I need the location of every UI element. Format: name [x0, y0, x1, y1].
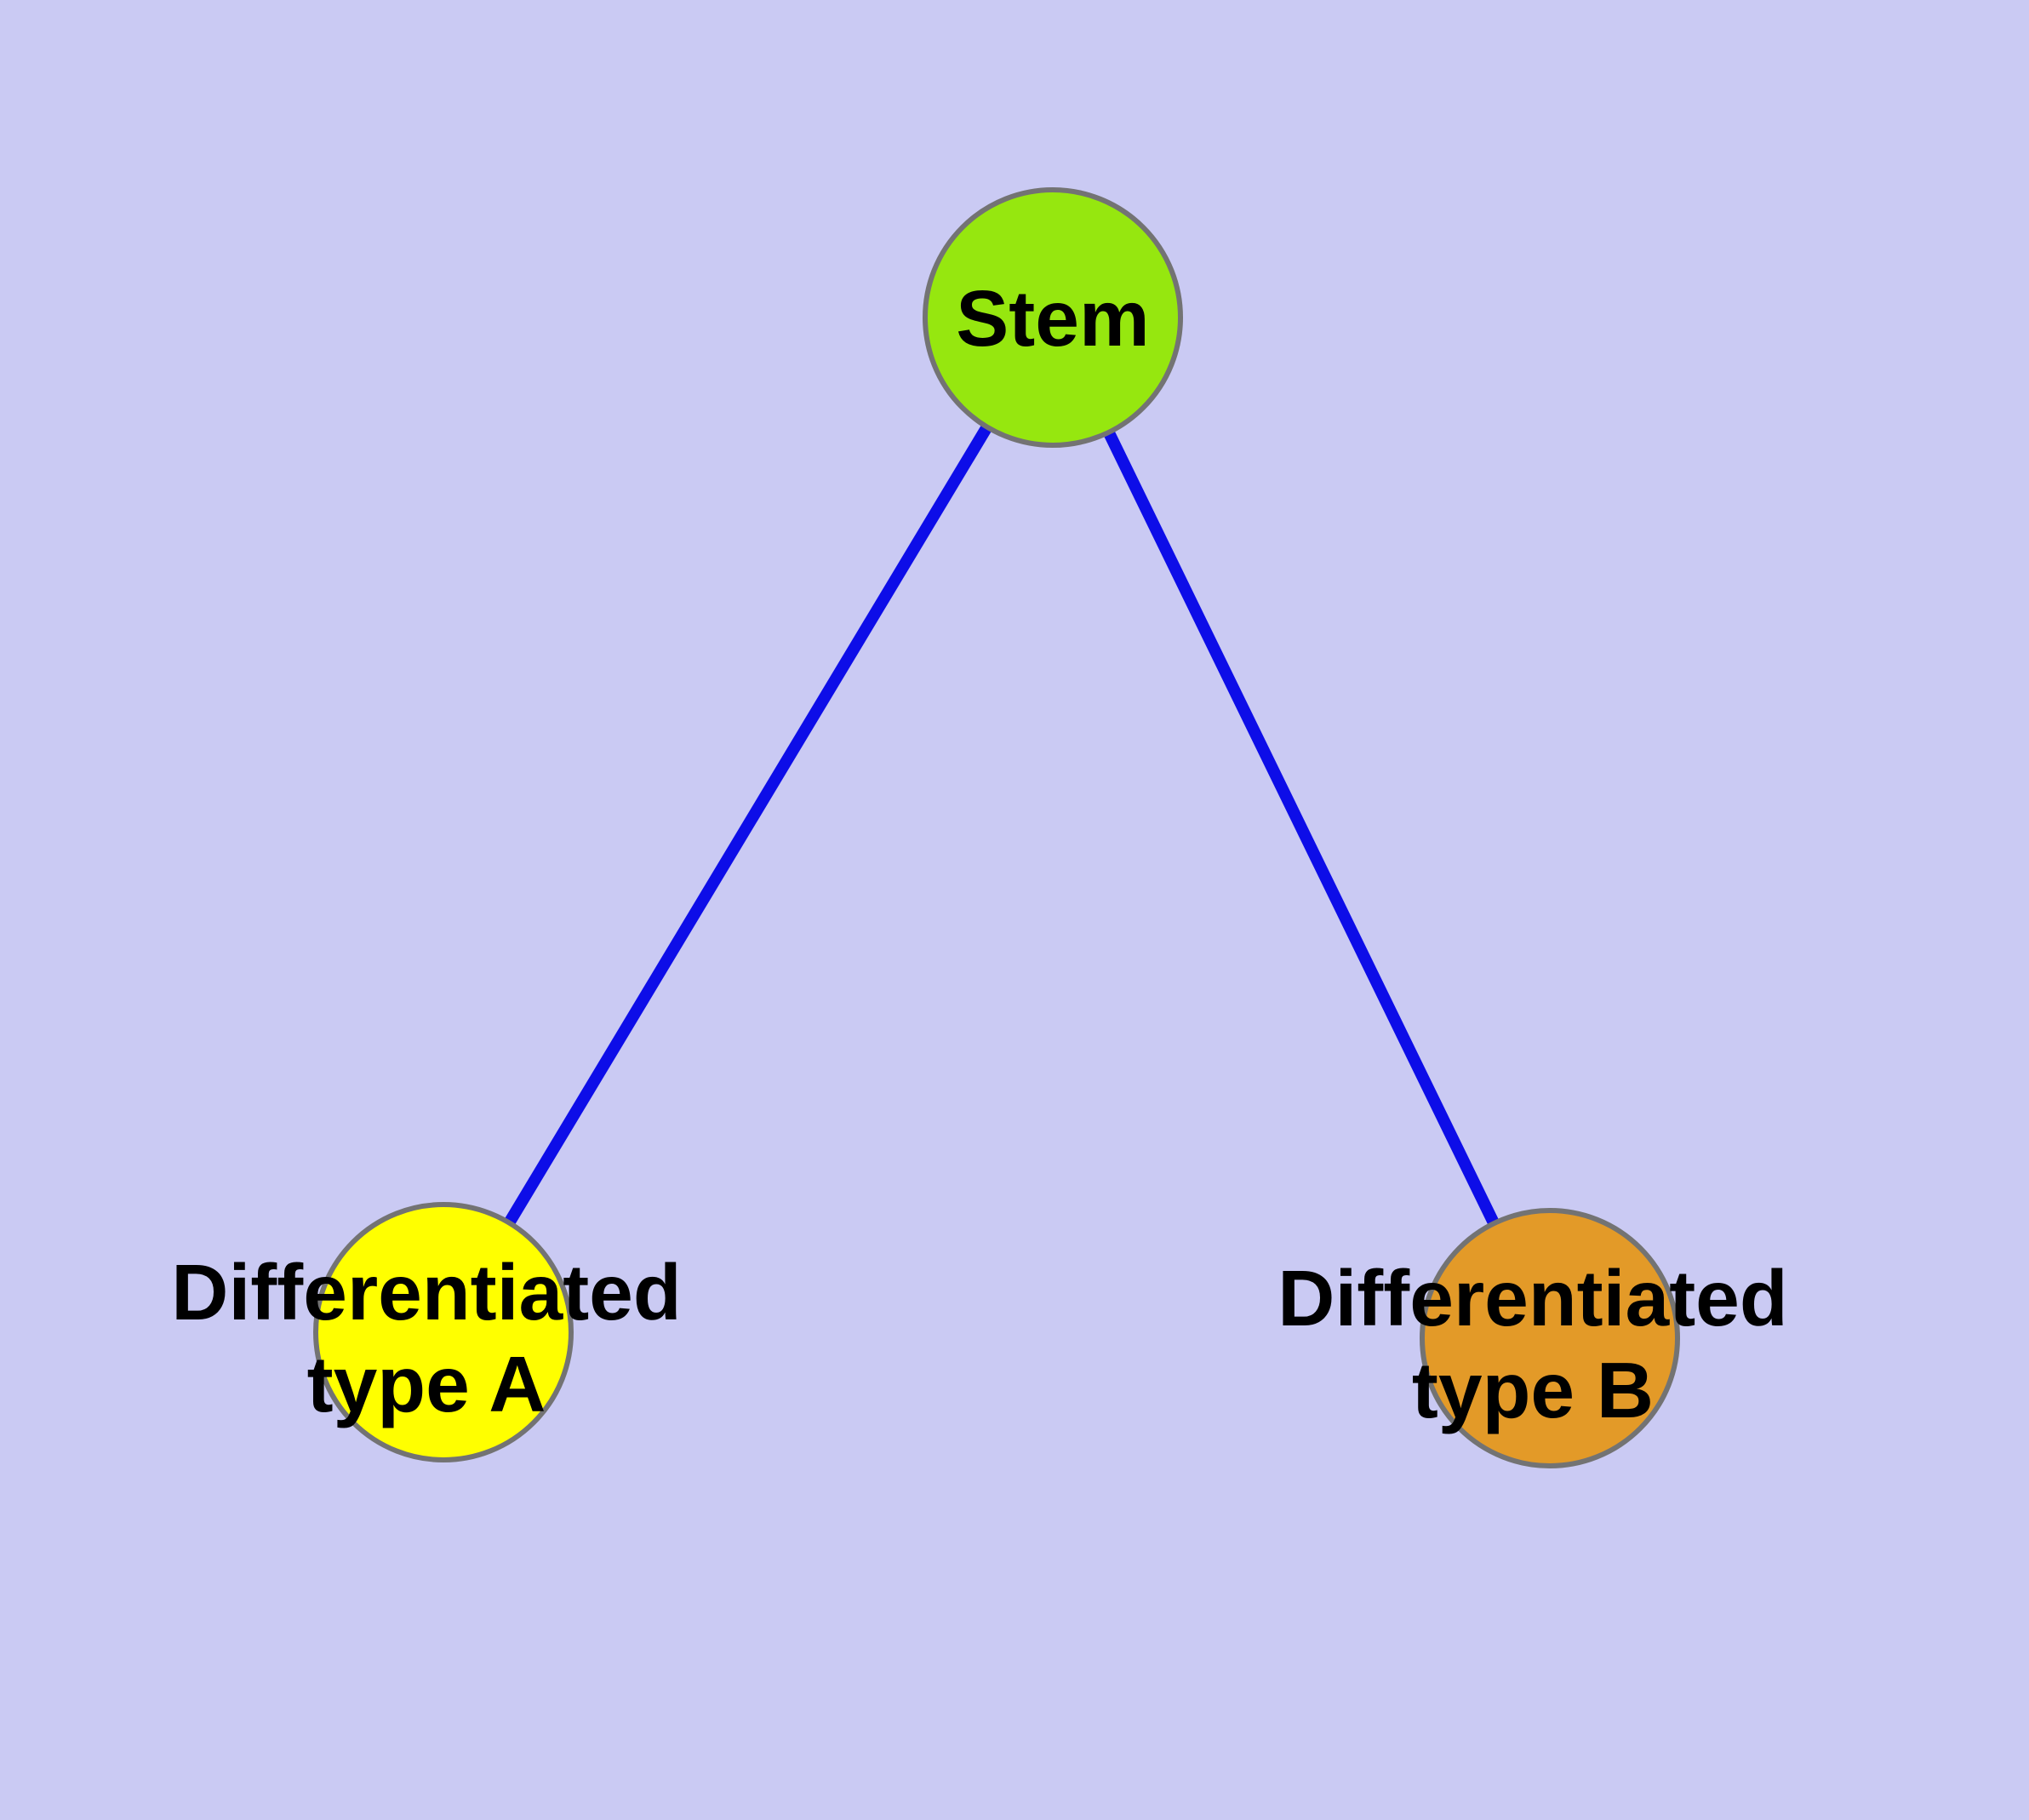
edge-stem-to-differentiated-type-b	[1047, 314, 1556, 1342]
node-circle-differentiated-type-b	[1420, 1208, 1680, 1468]
node-label-line: Differentiated	[171, 1248, 681, 1336]
edge-stem-to-differentiated-type-a	[437, 314, 1059, 1336]
node-label-line: Differentiated	[1277, 1254, 1787, 1342]
node-label-line: type B	[1412, 1346, 1654, 1434]
node-circle-differentiated-type-a	[313, 1202, 574, 1462]
node-label-line: type A	[307, 1340, 546, 1428]
node-stem: Stem	[923, 187, 1183, 448]
node-label-stem: Stem	[956, 274, 1149, 363]
node-circle-stem	[923, 187, 1183, 448]
edges-layer	[437, 314, 1556, 1342]
node-label-line: Stem	[956, 274, 1149, 363]
